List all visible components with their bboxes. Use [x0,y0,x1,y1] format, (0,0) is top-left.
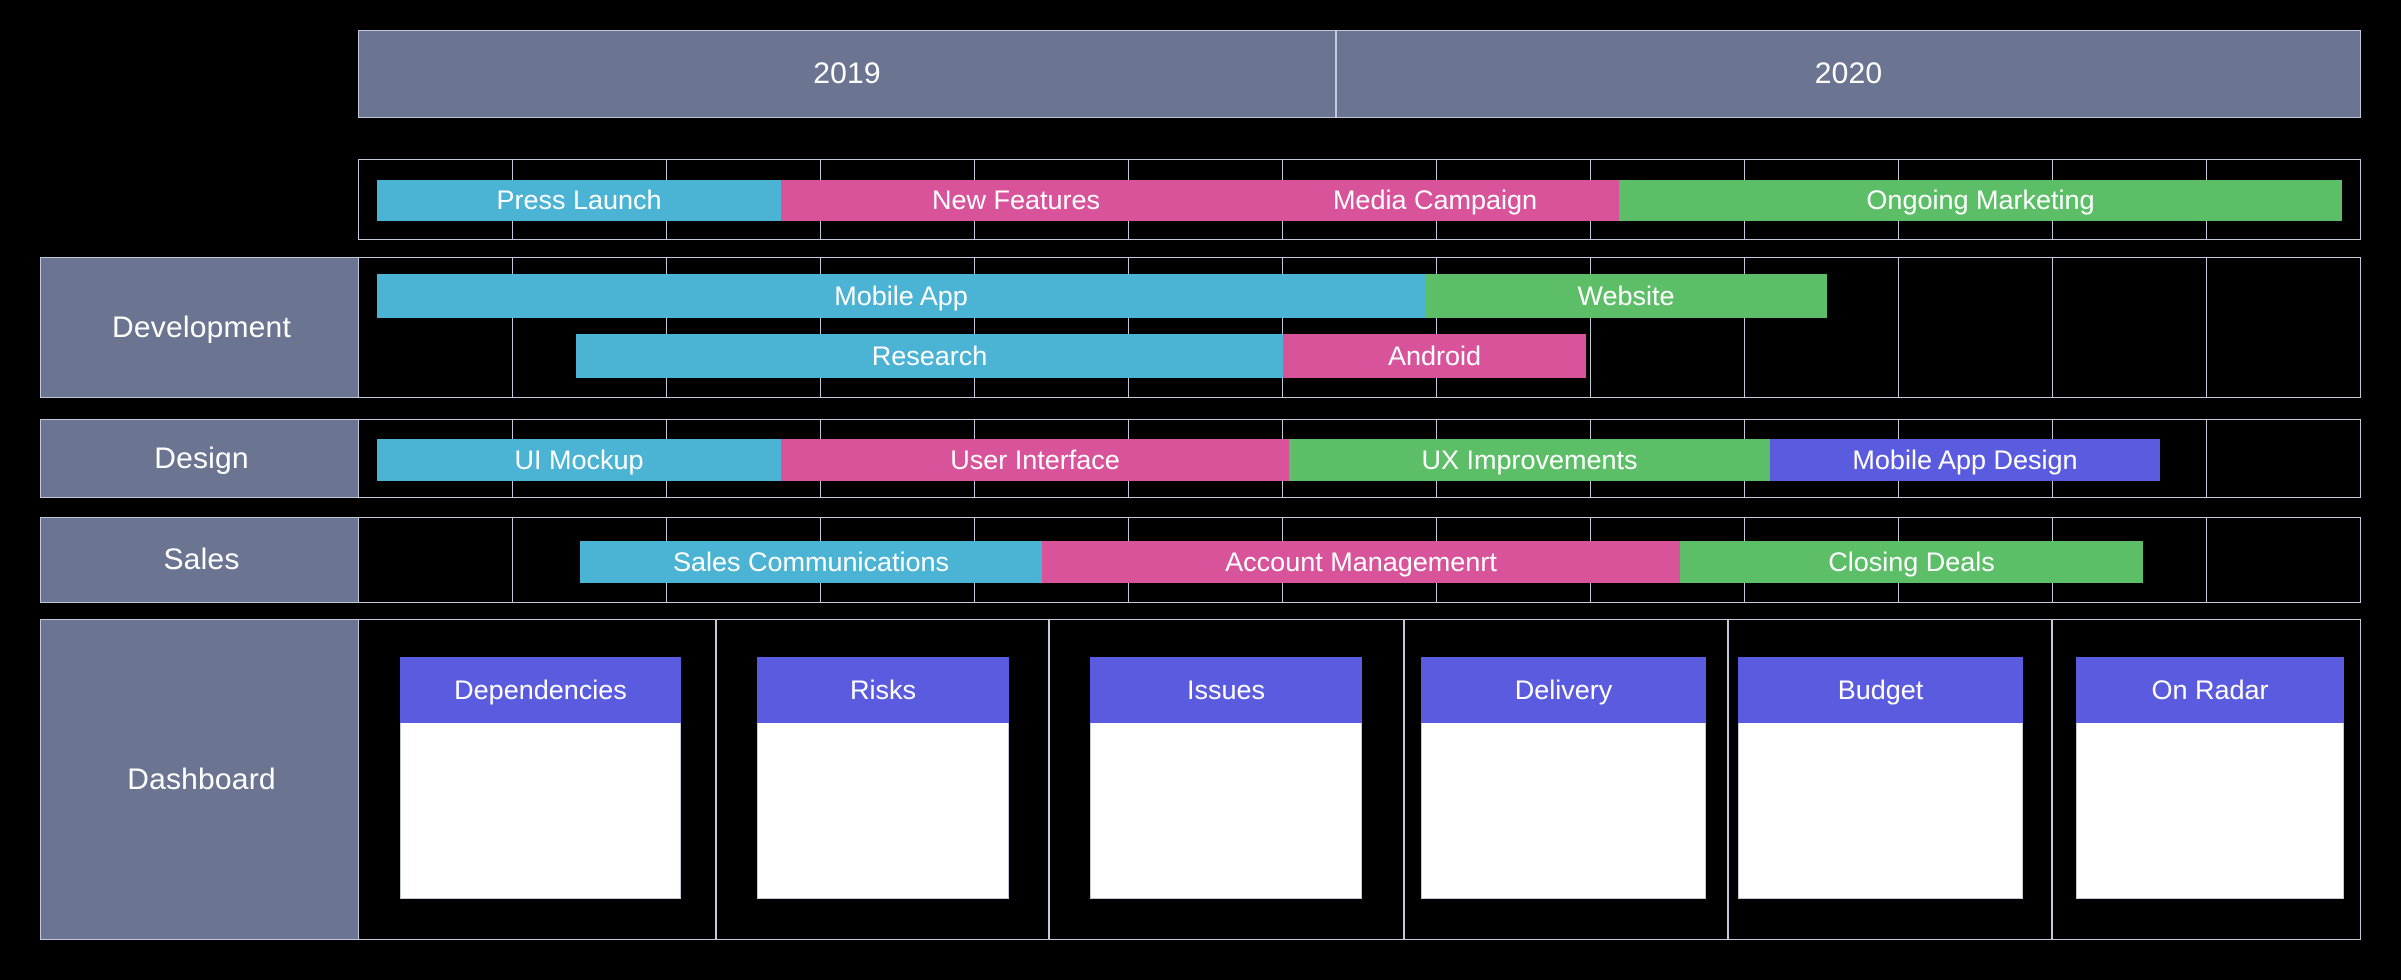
dashboard-card-delivery-title: Delivery [1421,657,1706,723]
lane-development: Mobile App Website Research Android [358,257,2361,398]
dashboard-card-risks-title: Risks [757,657,1009,723]
dashboard-card-on-radar[interactable]: On Radar [2076,657,2344,899]
bar-ui-mockup[interactable]: UI Mockup [377,439,781,481]
dashboard-card-budget[interactable]: Budget [1738,657,2023,899]
lane-design: UI Mockup User Interface UX Improvements… [358,419,2361,498]
row-label-dashboard-text: Dashboard [127,762,276,796]
row-label-design[interactable]: Design [40,419,363,498]
row-label-design-text: Design [154,441,249,475]
bar-ux-improvements-label: UX Improvements [1421,444,1638,475]
bar-mobile-app-design-label: Mobile App Design [1852,444,2078,475]
bar-user-interface[interactable]: User Interface [781,439,1289,481]
dashboard-card-dependencies-body[interactable] [400,723,681,899]
year-header-2019-label: 2019 [813,57,881,90]
bar-media-campaign[interactable]: Media Campaign [1251,180,1619,221]
lane-sales: Sales Communications Account Managemenrt… [358,517,2361,603]
bar-sales-communications[interactable]: Sales Communications [580,541,1042,583]
year-header-2020[interactable]: 2020 [1336,30,2361,118]
dashboard-card-dependencies-title: Dependencies [400,657,681,723]
bar-ui-mockup-label: UI Mockup [514,444,644,475]
dashboard-card-dependencies[interactable]: Dependencies [400,657,681,899]
dashboard-card-on-radar-body[interactable] [2076,723,2344,899]
dashboard-card-budget-title: Budget [1738,657,2023,723]
bar-research-label: Research [871,340,988,371]
bar-press-launch-label: Press Launch [496,185,662,215]
bar-new-features[interactable]: New Features [781,180,1251,221]
year-header-2020-label: 2020 [1814,57,1883,90]
bar-ongoing-marketing-label: Ongoing Marketing [1866,185,2095,215]
bar-sales-communications-label: Sales Communications [672,546,950,577]
row-label-development-text: Development [112,310,291,344]
bar-mobile-app-label: Mobile App [834,280,968,311]
bar-android[interactable]: Android [1283,334,1586,378]
bar-closing-deals[interactable]: Closing Deals [1680,541,2143,583]
bar-user-interface-label: User Interface [950,444,1120,475]
dashboard-card-budget-body[interactable] [1738,723,2023,899]
row-label-sales-text: Sales [163,543,240,576]
dashboard-card-issues[interactable]: Issues [1090,657,1362,899]
bar-mobile-app[interactable]: Mobile App [377,274,1425,318]
dashboard-card-issues-body[interactable] [1090,723,1362,899]
bar-account-management-label: Account Managemenrt [1225,546,1497,577]
bar-mobile-app-design[interactable]: Mobile App Design [1770,439,2160,481]
dashboard-card-on-radar-title: On Radar [2076,657,2344,723]
bar-media-campaign-label: Media Campaign [1332,185,1538,215]
bar-new-features-label: New Features [931,185,1101,215]
row-label-sales[interactable]: Sales [40,517,363,603]
dashboard-card-risks-body[interactable] [757,723,1009,899]
row-label-dashboard[interactable]: Dashboard [40,619,363,940]
dashboard-card-risks[interactable]: Risks [757,657,1009,899]
bar-android-label: Android [1387,340,1482,371]
dashboard-card-delivery-body[interactable] [1421,723,1706,899]
bar-account-management[interactable]: Account Managemenrt [1042,541,1680,583]
bar-website[interactable]: Website [1425,274,1827,318]
bar-research[interactable]: Research [576,334,1283,378]
row-label-development[interactable]: Development [40,257,363,398]
lane-marketing: Press Launch New Features Media Campaign… [358,159,2361,240]
bar-press-launch[interactable]: Press Launch [377,180,781,221]
bar-ux-improvements[interactable]: UX Improvements [1289,439,1770,481]
dashboard-card-delivery[interactable]: Delivery [1421,657,1706,899]
year-header-2019[interactable]: 2019 [358,30,1336,118]
bar-ongoing-marketing[interactable]: Ongoing Marketing [1619,180,2342,221]
dashboard-card-issues-title: Issues [1090,657,1362,723]
bar-closing-deals-label: Closing Deals [1828,546,1995,577]
bar-website-label: Website [1577,280,1675,311]
